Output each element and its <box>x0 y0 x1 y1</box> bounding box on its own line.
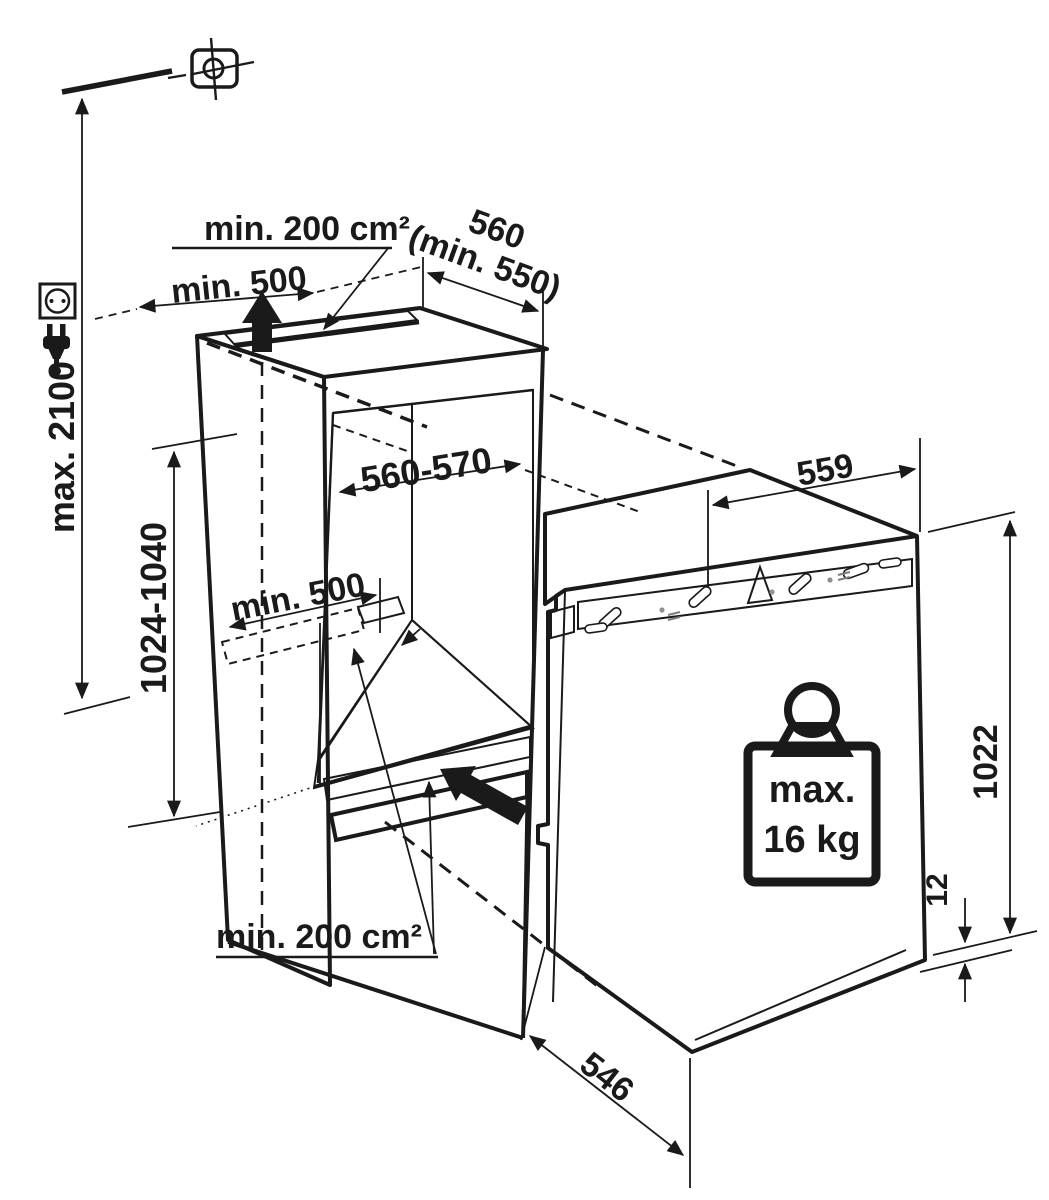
power-plug-icon <box>43 324 70 376</box>
dim-niche-height: 1024-1040 <box>127 433 238 828</box>
top-vent-area-label: min. 200 cm² <box>204 210 410 248</box>
top-clearance-label: min. 500 <box>169 259 308 311</box>
dim-plinth-gap: 12 <box>919 873 1013 1002</box>
dim-top-vent-area: min. 200 cm² <box>172 210 410 331</box>
mounting-bracket <box>550 557 913 640</box>
niche-floor <box>312 618 536 790</box>
niche-width-label: 560-570 <box>358 439 495 500</box>
appliance-height-label: 1022 <box>967 724 1005 800</box>
insert-direction-arrow-icon <box>440 766 528 825</box>
drill-position-icon <box>61 37 255 101</box>
socket-height-label: max. 2100 <box>41 361 82 533</box>
appliance-width-label: 559 <box>794 447 856 494</box>
dim-appliance-height: 1022 <box>927 511 1038 956</box>
dim-niche-depth: 560 (min. 550) <box>404 202 566 350</box>
plinth-gap-label: 12 <box>921 873 954 906</box>
appliance: max. 16 kg <box>536 468 927 1054</box>
appliance-depth-label: 546 <box>573 1045 641 1110</box>
dim-niche-width: 560-570 <box>338 439 522 500</box>
max-weight-icon: max. 16 kg <box>743 682 881 887</box>
niche-height-label: 1024-1040 <box>133 522 174 694</box>
weight-limit-line2: 16 kg <box>763 819 860 861</box>
rear-floor-vent <box>220 606 366 666</box>
dim-appliance-depth: 546 <box>520 946 691 1188</box>
plinth-vent-upper <box>322 735 531 802</box>
dim-socket-height: max. 2100 <box>41 97 131 715</box>
power-socket-icon <box>38 282 77 320</box>
dim-bottom-vent-area: min. 200 cm² <box>216 647 438 959</box>
rear-clearance-label: min. 500 <box>227 566 368 629</box>
bottom-vent-area-label: min. 200 cm² <box>216 918 422 956</box>
airflow-up-arrow-icon <box>242 291 282 352</box>
weight-limit-line1: max. <box>769 769 856 811</box>
